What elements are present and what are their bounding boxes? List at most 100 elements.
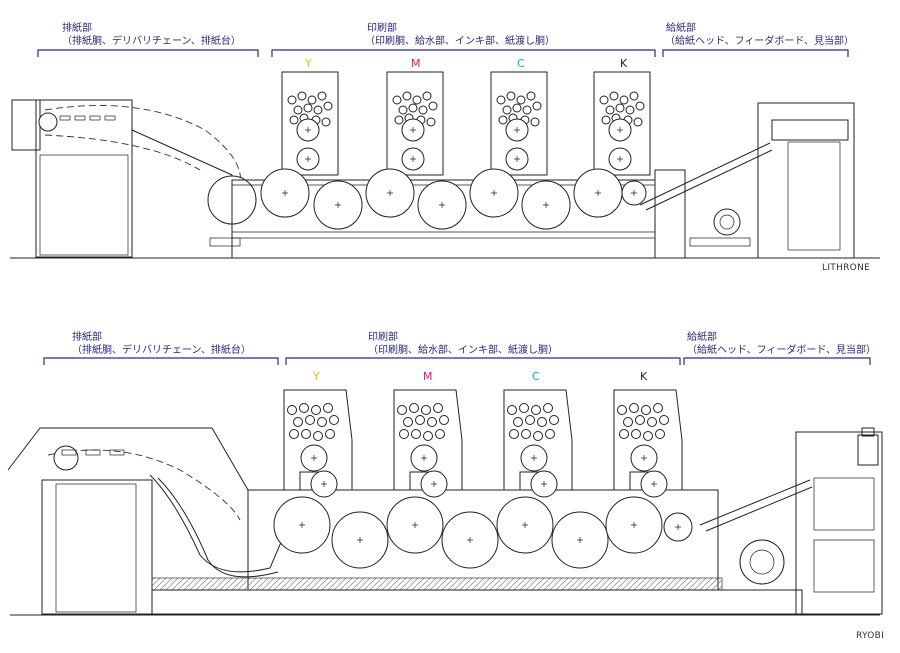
cylinder-center-mark	[439, 202, 445, 208]
cylinder-center-mark	[543, 202, 549, 208]
svg-text:（給紙ヘッド、フィーダボード、見当部）: （給紙ヘッド、フィーダボード、見当部）	[687, 343, 876, 356]
ink-roller	[615, 103, 625, 113]
ink-roller	[301, 429, 311, 439]
cylinder-center-mark	[641, 455, 647, 461]
ink-roller	[526, 91, 536, 101]
ink-roller	[605, 105, 615, 115]
cylinder-center-mark	[321, 481, 327, 487]
cylinder-center-mark	[522, 522, 528, 528]
cylinder-center-mark	[651, 481, 657, 487]
cylinder-center-mark	[577, 537, 583, 543]
bottom-delivery-chain	[47, 449, 241, 521]
top-delivery-section-label: 排紙部 （排紙胴、デリバリチェーン、排紙台）	[37, 21, 259, 57]
ink-roller	[601, 115, 611, 125]
top-feeder-unit	[639, 102, 855, 259]
top-roller-trains	[287, 91, 645, 171]
svg-text:印刷部: 印刷部	[367, 21, 397, 34]
ink-roller	[549, 415, 559, 425]
ink-roller	[537, 417, 547, 427]
svg-text:印刷部: 印刷部	[368, 330, 398, 343]
ink-roller	[323, 403, 333, 413]
ink-roller	[409, 403, 419, 413]
ink-roller	[307, 95, 317, 105]
bottom-unit-label-k: K	[640, 370, 648, 383]
cylinder-center-mark	[357, 537, 363, 543]
ink-roller	[287, 95, 297, 105]
ink-roller	[317, 91, 327, 101]
ink-roller	[392, 95, 402, 105]
svg-text:（排紙胴、デリバリチェーン、排紙台）: （排紙胴、デリバリチェーン、排紙台）	[62, 34, 241, 47]
ink-roller	[617, 405, 627, 415]
ink-roller	[403, 417, 413, 427]
ink-roller	[398, 105, 408, 115]
top-printing-section-label: 印刷部 （印刷胴、給水部、インキ部、紙渡し胴）	[271, 21, 656, 57]
ink-roller	[317, 417, 327, 427]
svg-text:（印刷胴、給水部、インキ部、紙渡し胴）: （印刷胴、給水部、インキ部、紙渡し胴）	[365, 34, 555, 47]
bottom-feeder-section-label: 給紙部 （給紙ヘッド、フィーダボード、見当部）	[683, 330, 876, 365]
bottom-brand-label: RYOBI	[856, 631, 884, 641]
bottom-feeder-board	[699, 479, 811, 526]
ink-roller	[313, 431, 323, 441]
ink-roller	[635, 415, 645, 425]
ink-roller	[631, 429, 641, 439]
ink-roller	[633, 117, 643, 127]
ink-roller	[311, 405, 321, 415]
top-unit-label-c: C	[517, 57, 525, 70]
cylinder-center-mark	[282, 190, 288, 196]
cylinder-center-mark	[431, 481, 437, 487]
bottom-roller-trains	[287, 403, 669, 498]
ink-roller	[530, 117, 540, 127]
ink-roller	[609, 91, 619, 101]
ink-roller	[329, 415, 339, 425]
cylinder-center-mark	[531, 455, 537, 461]
svg-text:（排紙胴、デリバリチェーン、排紙台）: （排紙胴、デリバリチェーン、排紙台）	[72, 343, 251, 356]
cylinder-center-mark	[410, 156, 416, 162]
top-unit-tower-y	[281, 71, 339, 176]
ink-roller	[423, 431, 433, 441]
ink-roller	[502, 105, 512, 115]
ink-roller	[303, 103, 313, 113]
cylinder-center-mark	[299, 522, 305, 528]
cylinder-center-mark	[311, 455, 317, 461]
ink-roller	[289, 429, 299, 439]
bottom-delivery-bracket	[43, 357, 279, 365]
top-impression-cylinders	[260, 168, 647, 230]
cylinder-center-mark	[541, 481, 547, 487]
cylinder-center-mark	[305, 156, 311, 162]
ink-roller	[399, 429, 409, 439]
ink-roller	[418, 105, 428, 115]
ink-roller	[415, 415, 425, 425]
top-press: 排紙部 （排紙胴、デリバリチェーン、排紙台） 印刷部 （印刷胴、給水部、インキ部…	[10, 21, 880, 273]
ink-roller	[289, 115, 299, 125]
ink-roller	[321, 117, 331, 127]
ink-roller	[507, 405, 517, 415]
ink-roller	[509, 429, 519, 439]
bottom-printing-section-label: 印刷部 （印刷胴、給水部、インキ部、紙渡し胴）	[285, 330, 681, 365]
ink-roller	[394, 115, 404, 125]
cylinder-center-mark	[491, 190, 497, 196]
ink-roller	[293, 417, 303, 427]
cylinder-center-mark	[514, 156, 520, 162]
top-unit-label-y: Y	[304, 57, 312, 70]
ink-roller	[421, 405, 431, 415]
ink-roller	[545, 429, 555, 439]
top-printing-bracket	[271, 49, 656, 57]
top-unit-label-k: K	[620, 57, 628, 70]
ink-roller	[287, 405, 297, 415]
ink-roller	[293, 105, 303, 115]
ink-roller	[521, 429, 531, 439]
top-delivery-bracket	[37, 49, 259, 57]
cylinder-center-mark	[631, 522, 637, 528]
bottom-feeder-unit	[699, 427, 883, 615]
top-unit-tower-c	[490, 71, 548, 176]
ink-roller	[647, 417, 657, 427]
cylinder-center-mark	[617, 156, 623, 162]
ink-roller	[619, 429, 629, 439]
top-feeder-section-label: 給紙部 （給紙ヘッド、フィーダボード、見当部）	[662, 21, 854, 57]
top-unit-tower-m	[386, 71, 444, 176]
ink-roller	[525, 415, 535, 425]
cylinder-center-mark	[595, 190, 601, 196]
cylinder-center-mark	[467, 537, 473, 543]
svg-text:（印刷胴、給水部、インキ部、紙渡し胴）: （印刷胴、給水部、インキ部、紙渡し胴）	[368, 343, 558, 356]
